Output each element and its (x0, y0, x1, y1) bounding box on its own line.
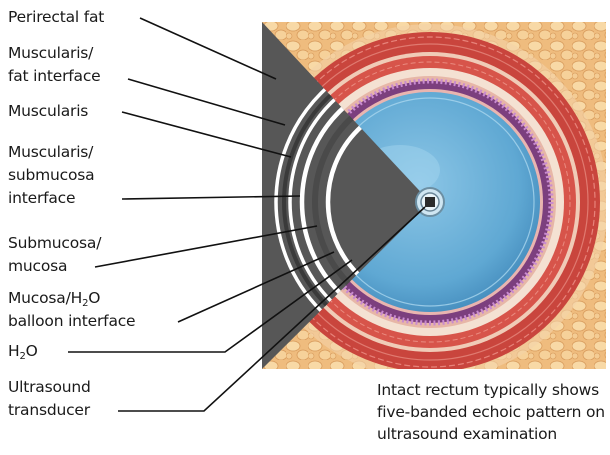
label-muscularis-submucosa-interface: Muscularis/ submucosa interface (8, 141, 94, 210)
label-ultrasound-transducer-line2: transducer (8, 399, 91, 422)
label-submucosa-mucosa-line2: mucosa (8, 255, 101, 278)
label-ultrasound-transducer-line1: Ultrasound (8, 376, 91, 399)
label-ultrasound-transducer: Ultrasound transducer (8, 376, 91, 422)
label-muscularis-fat-interface-line1: Muscularis/ (8, 42, 101, 65)
label-perirectal-fat: Perirectal fat (8, 6, 104, 29)
figure-caption: Intact rectum typically shows five-bande… (377, 379, 605, 445)
label-ms-interface-line1: Muscularis/ (8, 141, 94, 164)
leader-perirectal-fat (140, 18, 276, 79)
caption-line2: five-banded echoic pattern on (377, 401, 605, 423)
label-mucosa-h2o-balloon-interface: Mucosa/H2O balloon interface (8, 287, 135, 333)
label-submucosa-mucosa-line1: Submucosa/ (8, 232, 101, 255)
label-ms-interface-line2: submucosa (8, 164, 94, 187)
label-muscularis: Muscularis (8, 100, 88, 123)
leader-muscularis-fat-interface (128, 79, 285, 125)
label-submucosa-mucosa: Submucosa/ mucosa (8, 232, 101, 278)
label-h2o-line1: H2O (8, 340, 38, 363)
label-mucosa-h2o-line2: balloon interface (8, 310, 135, 333)
caption-line1: Intact rectum typically shows (377, 379, 605, 401)
label-h2o: H2O (8, 340, 38, 363)
label-perirectal-fat-line1: Perirectal fat (8, 6, 104, 29)
label-muscularis-fat-interface: Muscularis/ fat interface (8, 42, 101, 88)
label-mucosa-h2o-line1: Mucosa/H2O (8, 287, 135, 310)
label-ms-interface-line3: interface (8, 187, 94, 210)
label-muscularis-fat-interface-line2: fat interface (8, 65, 101, 88)
caption-line3: ultrasound examination (377, 423, 605, 445)
label-muscularis-line1: Muscularis (8, 100, 88, 123)
